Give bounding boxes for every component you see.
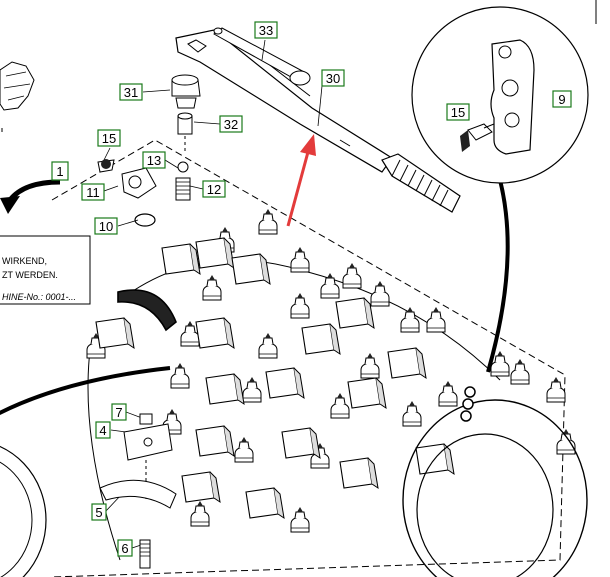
svg-text:7: 7	[115, 405, 122, 420]
callout-7: 7	[111, 403, 127, 421]
detail-pointer-right	[486, 179, 510, 373]
svg-text:33: 33	[259, 23, 273, 38]
svg-text:12: 12	[207, 182, 221, 197]
cutter-drum	[86, 208, 576, 561]
svg-text:9: 9	[558, 92, 565, 107]
callout-30: 30	[321, 69, 345, 87]
callout-9: 9	[552, 90, 572, 108]
svg-text:32: 32	[224, 117, 238, 132]
detail-pointer-left	[0, 366, 171, 416]
extension-bar	[213, 27, 311, 86]
svg-text:5: 5	[95, 505, 102, 520]
svg-text:10: 10	[99, 219, 113, 234]
svg-text:31: 31	[124, 85, 138, 100]
svg-text:30: 30	[326, 71, 340, 86]
svg-text:4: 4	[99, 423, 106, 438]
callout-11: 11	[81, 183, 105, 201]
drum-end-ring	[402, 386, 588, 577]
note-line-3: HINE-No.: 0001-...	[2, 292, 76, 302]
svg-text:11: 11	[86, 185, 100, 200]
svg-text:1: 1	[56, 164, 63, 179]
callout-6: 6	[117, 539, 133, 557]
socket-adapter	[171, 74, 201, 152]
note-line-1: WIRKEND,	[2, 256, 47, 266]
svg-text:13: 13	[147, 153, 161, 168]
callout-4: 4	[95, 421, 111, 439]
callout-5: 5	[91, 503, 107, 521]
callout-33: 33	[254, 21, 278, 39]
machine-corner-sketch	[0, 61, 35, 132]
svg-text:6: 6	[121, 541, 128, 556]
callout-12: 12	[202, 180, 226, 198]
callout-1: 1	[51, 161, 69, 181]
callout-32: 32	[219, 115, 243, 133]
drum-left-ring	[0, 445, 47, 577]
note-line-2: ZT WERDEN.	[2, 270, 58, 280]
detail-inset	[411, 6, 589, 184]
svg-text:15: 15	[451, 105, 465, 120]
red-indicator-arrow	[286, 134, 316, 227]
callout-10: 10	[94, 217, 118, 235]
torque-wrench	[175, 29, 461, 213]
callout-15-main: 15	[97, 129, 121, 147]
callout-31: 31	[119, 83, 143, 101]
assembly-dashed-outline	[51, 139, 566, 577]
callout-13: 13	[142, 151, 166, 169]
note-box: WIRKEND, ZT WERDEN. HINE-No.: 0001-...	[0, 235, 91, 305]
svg-text:15: 15	[102, 131, 116, 146]
callout-15-detail: 15	[446, 103, 470, 121]
pick-and-holder-parts	[97, 159, 191, 227]
clamp-parts	[99, 413, 177, 569]
